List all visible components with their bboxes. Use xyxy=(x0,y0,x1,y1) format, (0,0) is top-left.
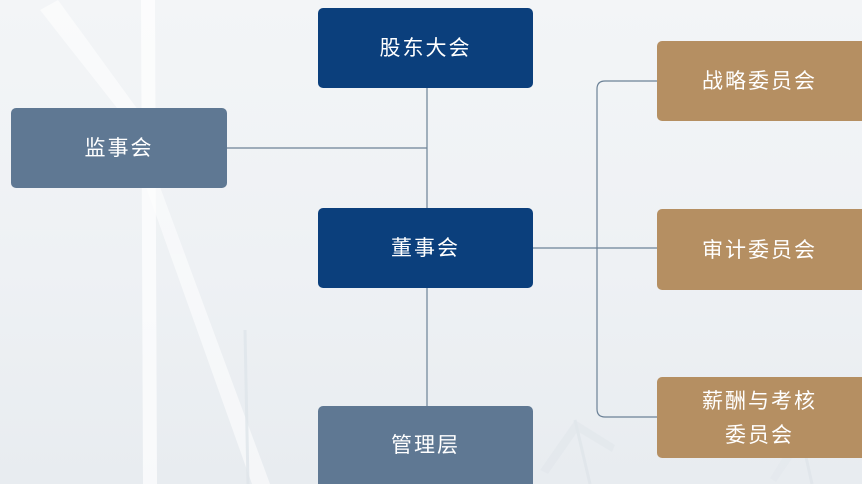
compensation-committee-label: 薪酬与考核 委员会 xyxy=(702,384,817,452)
audit-committee-label: 审计委员会 xyxy=(702,237,817,262)
strategy-committee-node: 战略委员会 xyxy=(657,41,862,121)
compensation-committee-label-line2: 委员会 xyxy=(725,422,794,447)
supervisory-board-node: 监事会 xyxy=(11,108,227,188)
compensation-committee-node: 薪酬与考核 委员会 xyxy=(657,377,862,458)
supervisory-board-label: 监事会 xyxy=(84,136,154,160)
strategy-committee-label: 战略委员会 xyxy=(702,69,817,93)
management-label: 管理层 xyxy=(391,433,460,457)
shareholders-meeting-node: 股东大会 xyxy=(318,8,533,88)
audit-committee-node: 审计委员会 xyxy=(657,209,862,290)
board-of-directors-node: 董事会 xyxy=(318,208,533,288)
shareholders-meeting-label: 股东大会 xyxy=(379,36,472,60)
management-node: 管理层 xyxy=(318,406,533,484)
connector-committee-bracket xyxy=(596,80,657,418)
board-of-directors-label: 董事会 xyxy=(391,236,460,260)
compensation-committee-label-line1: 薪酬与考核 xyxy=(702,388,817,413)
